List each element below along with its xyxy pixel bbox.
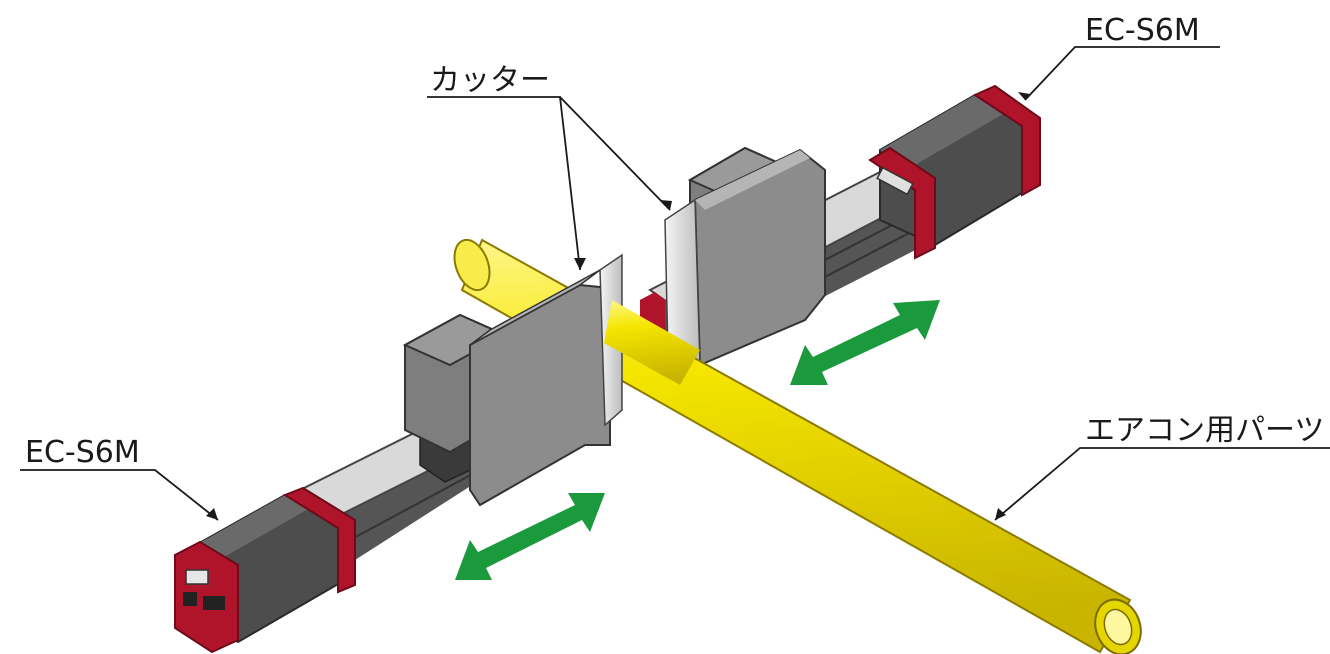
motion-arrow-top <box>790 300 940 385</box>
actuator-bottom <box>174 410 483 654</box>
actuator-bottom-endcap-rear <box>282 486 356 594</box>
motion-arrow-bottom <box>455 493 605 580</box>
pipe-body-front <box>604 300 700 385</box>
leader-workpiece <box>994 447 1330 521</box>
double-headed-arrow-icon <box>455 300 940 580</box>
leader-arrowheads <box>206 92 1030 520</box>
connector-icon <box>185 569 209 585</box>
leader-top-actuator <box>1024 46 1220 101</box>
cutter-left-plate <box>469 283 611 507</box>
cutter-left <box>402 253 623 507</box>
leader-cutter <box>427 96 581 271</box>
actuator-top-endcap-front <box>868 146 936 260</box>
label-actuator-bottom: EC-S6M <box>25 435 140 470</box>
leader-cutter-2 <box>559 96 671 211</box>
label-actuator-top: EC-S6M <box>1085 13 1200 48</box>
label-cutter: カッター <box>430 63 550 98</box>
leader-bottom-actuator <box>20 469 219 521</box>
label-workpiece: エアコン用パーツ <box>1085 413 1324 448</box>
actuator-top-endcap-rear <box>972 84 1041 197</box>
leader-line-icon <box>20 46 1330 521</box>
cutter-right <box>664 146 826 367</box>
pipe-end-back <box>453 238 491 292</box>
